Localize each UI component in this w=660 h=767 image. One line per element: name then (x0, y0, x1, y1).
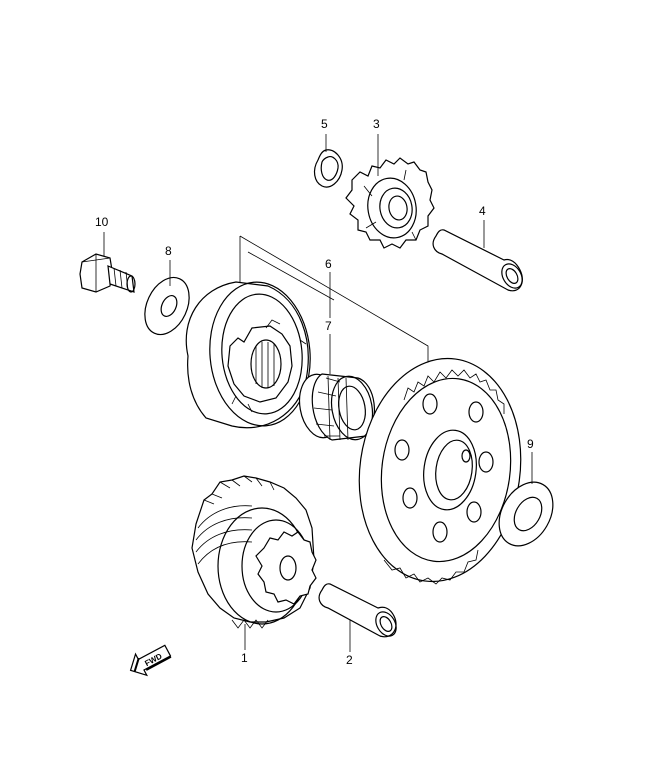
part-2-pin (318, 583, 397, 638)
callout-10: 10 (95, 215, 109, 229)
leader-lines (103, 134, 533, 652)
part-5-washer (313, 149, 343, 188)
starter-driven-gear (358, 357, 522, 585)
fwd-arrow-icon: FWD (129, 644, 172, 677)
callout-7: 7 (325, 319, 332, 333)
callout-9: 9 (527, 437, 534, 451)
callout-1: 1 (241, 651, 248, 665)
part-9-washer (498, 481, 554, 547)
part-1-starter-clutch-gear (191, 475, 317, 629)
part-10-bolt (79, 253, 136, 293)
one-way-clutch-housing (185, 281, 311, 429)
callout-labels: 5 3 4 10 8 6 7 9 1 2 (95, 117, 534, 667)
callout-4: 4 (479, 204, 486, 218)
callout-3: 3 (373, 117, 380, 131)
part-4-pin (432, 229, 523, 292)
part-8-washer (144, 276, 190, 336)
callout-8: 8 (165, 244, 172, 258)
callout-2: 2 (346, 653, 353, 667)
part-7-needle-bearing (298, 373, 375, 441)
callout-6: 6 (325, 257, 332, 271)
part-3-double-gear (345, 157, 435, 249)
callout-5: 5 (321, 117, 328, 131)
